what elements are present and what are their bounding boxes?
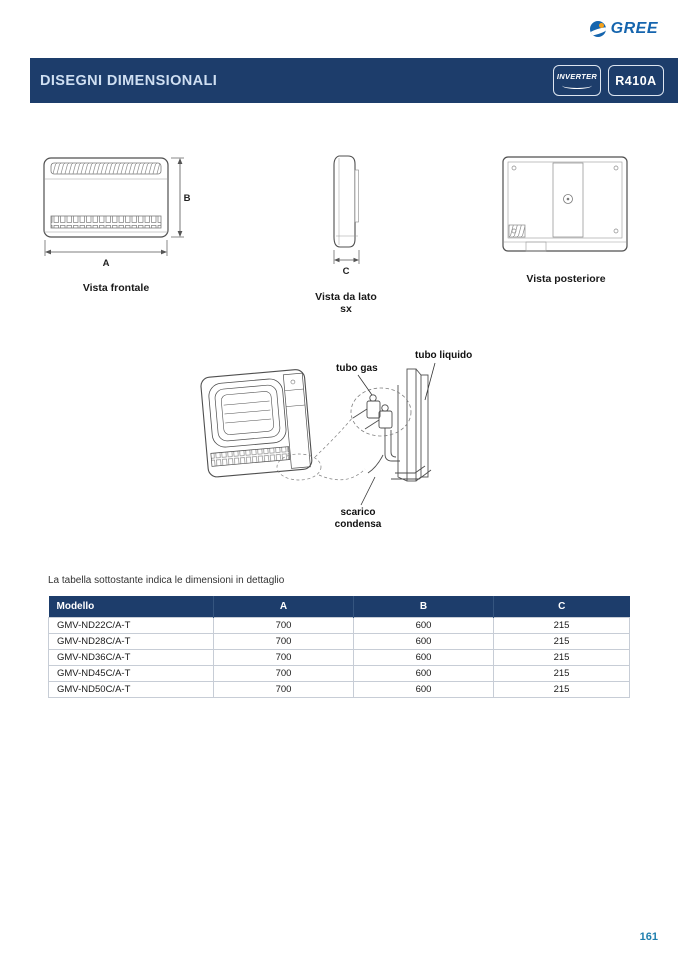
cell-a: 700	[213, 648, 354, 666]
rear-view: Vista posteriore	[498, 152, 634, 285]
r410a-badge: R410A	[608, 65, 664, 96]
cell-c: 215	[493, 680, 630, 698]
table-row: GMV-ND36C/A-T 700 600 215	[48, 648, 630, 666]
cell-model: GMV-ND45C/A-T	[48, 664, 214, 682]
inverter-swoosh-icon	[562, 82, 592, 89]
page-title: DISEGNI DIMENSIONALI	[40, 72, 218, 89]
connections-detail-drawing: tubo gas tubo liquido scarico condensa	[195, 345, 485, 545]
callout-tubo-liquido: tubo liquido	[415, 350, 473, 361]
side-view-drawing: C	[333, 155, 360, 277]
rear-view-drawing	[502, 156, 628, 252]
brand-name: GREE	[610, 20, 658, 37]
table-row: GMV-ND45C/A-T 700 600 215	[48, 664, 630, 682]
front-view-drawing: B A	[43, 157, 191, 269]
table-row: GMV-ND28C/A-T 700 600 215	[48, 632, 630, 650]
front-view: B A Vista frontale	[40, 152, 192, 294]
table-row: GMV-ND22C/A-T 700 600 215	[48, 616, 630, 634]
cell-a: 700	[213, 616, 354, 634]
front-view-label: Vista frontale	[82, 282, 150, 294]
cell-c: 215	[493, 664, 630, 682]
col-header-b: B	[353, 596, 494, 617]
cell-model: GMV-ND50C/A-T	[48, 680, 214, 698]
cell-model: GMV-ND28C/A-T	[48, 632, 214, 650]
cell-b: 600	[353, 648, 494, 666]
table-row: GMV-ND50C/A-T 700 600 215	[48, 680, 630, 698]
badges: INVERTER R410A	[553, 65, 664, 96]
dimensions-table: Modello A B C GMV-ND22C/A-T 700 600 215 …	[48, 596, 630, 698]
rear-view-label: Vista posteriore	[526, 273, 606, 285]
gree-logo-icon	[589, 21, 606, 37]
inverter-badge: INVERTER	[553, 65, 601, 96]
cell-a: 700	[213, 632, 354, 650]
cell-model: GMV-ND22C/A-T	[48, 616, 214, 634]
table-intro-text: La tabella sottostante indica le dimensi…	[48, 575, 285, 586]
dim-a-label: A	[103, 258, 110, 269]
section-title-bar: DISEGNI DIMENSIONALI INVERTER R410A	[30, 58, 678, 103]
gree-logo: GREE	[589, 20, 658, 38]
inverter-badge-label: INVERTER	[556, 72, 598, 81]
dim-b-label: B	[184, 193, 191, 204]
dim-c-label: C	[343, 266, 350, 277]
cell-c: 215	[493, 632, 630, 650]
cell-b: 600	[353, 680, 494, 698]
cell-a: 700	[213, 664, 354, 682]
table-header-row: Modello A B C	[48, 596, 630, 617]
col-header-c: C	[493, 596, 630, 617]
callout-scarico-condensa: scarico condensa	[334, 507, 382, 530]
col-header-a: A	[213, 596, 354, 617]
cell-a: 700	[213, 680, 354, 698]
callout-tubo-gas: tubo gas	[336, 363, 378, 374]
side-view-label: Vista da lato sx	[315, 291, 377, 315]
iso-drawing	[200, 362, 436, 506]
cell-model: GMV-ND36C/A-T	[48, 648, 214, 666]
cell-c: 215	[493, 616, 630, 634]
page-number: 161	[639, 931, 658, 943]
r410a-badge-label: R410A	[615, 73, 657, 88]
cell-b: 600	[353, 616, 494, 634]
col-header-modello: Modello	[48, 596, 214, 617]
cell-b: 600	[353, 664, 494, 682]
side-view: C Vista da lato sx	[308, 148, 384, 315]
cell-b: 600	[353, 632, 494, 650]
cell-c: 215	[493, 648, 630, 666]
